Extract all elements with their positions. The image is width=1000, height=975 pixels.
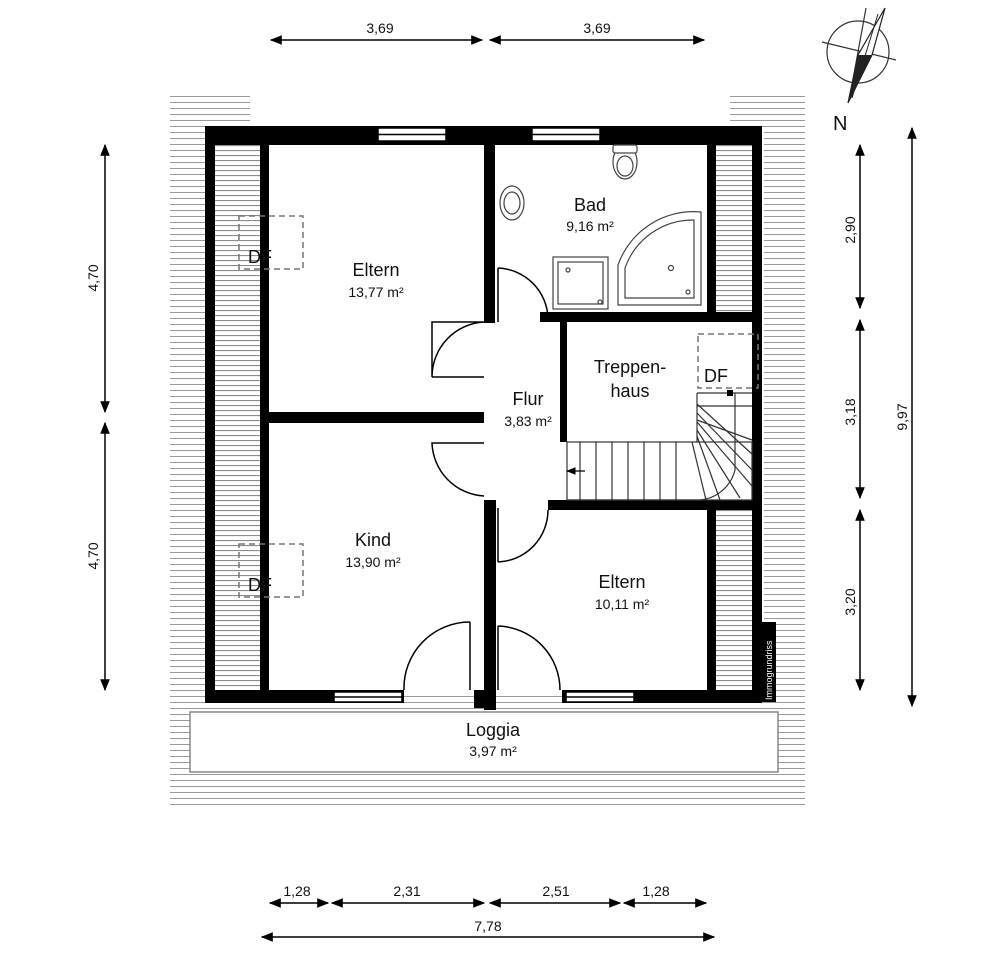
df-label-kind: DF [248, 575, 272, 595]
dim-bottom-2: 2,31 [393, 883, 420, 899]
room-name-eltern-top: Eltern [352, 260, 399, 280]
dim-right-total: 9,97 [894, 403, 910, 430]
dim-right-2: 3,18 [842, 398, 858, 425]
dim-left-2: 4,70 [85, 542, 101, 569]
room-name-kind: Kind [355, 530, 391, 550]
staircase [566, 390, 753, 501]
df-box-eltern [238, 215, 304, 270]
dim-bottom-1: 1,28 [283, 883, 310, 899]
brand-label: Immogrundriss [764, 640, 774, 700]
windows [333, 127, 635, 703]
room-area-eltern-top: 13,77 m² [348, 284, 404, 300]
room-name-loggia: Loggia [466, 720, 521, 740]
compass-icon: N [821, 7, 897, 135]
df-label-treppenhaus: DF [704, 366, 728, 386]
doors [403, 267, 561, 691]
room-name-flur: Flur [513, 389, 544, 409]
roof-windows [238, 215, 759, 598]
dim-bottom-3: 2,51 [542, 883, 569, 899]
dim-right-1: 2,90 [842, 216, 858, 243]
walls [205, 126, 762, 710]
room-area-eltern-bottom: 10,11 m² [595, 596, 650, 612]
room-labels: Bad 9,16 m² Eltern 13,77 m² Treppen- hau… [345, 195, 666, 759]
room-area-bad: 9,16 m² [566, 218, 614, 234]
dim-bottom-total: 7,78 [474, 918, 501, 934]
dim-top-1: 3,69 [366, 20, 393, 36]
room-area-kind: 13,90 m² [345, 554, 401, 570]
room-area-loggia: 3,97 m² [469, 743, 517, 759]
df-label-eltern: DF [248, 247, 272, 267]
room-name-treppenhaus-2: haus [610, 381, 649, 401]
north-label: N [833, 113, 847, 135]
df-box-kind [238, 543, 304, 598]
dim-top-2: 3,69 [583, 20, 610, 36]
brand-strip: Immogrundriss [762, 622, 776, 702]
dim-right-3: 3,20 [842, 588, 858, 615]
room-name-bad: Bad [574, 195, 606, 215]
bathroom-fixtures [499, 144, 702, 310]
dimension-lines [100, 35, 917, 942]
room-name-eltern-bottom: Eltern [598, 572, 645, 592]
dimension-labels: 3,69 3,69 4,70 4,70 2,90 3,18 3,20 9,97 … [85, 20, 910, 934]
room-name-treppenhaus-1: Treppen- [594, 357, 666, 377]
room-area-flur: 3,83 m² [504, 413, 552, 429]
dim-left-1: 4,70 [85, 264, 101, 291]
dim-bottom-4: 1,28 [642, 883, 669, 899]
roof-hatching [170, 95, 805, 810]
df-box-treppenhaus [697, 333, 759, 389]
